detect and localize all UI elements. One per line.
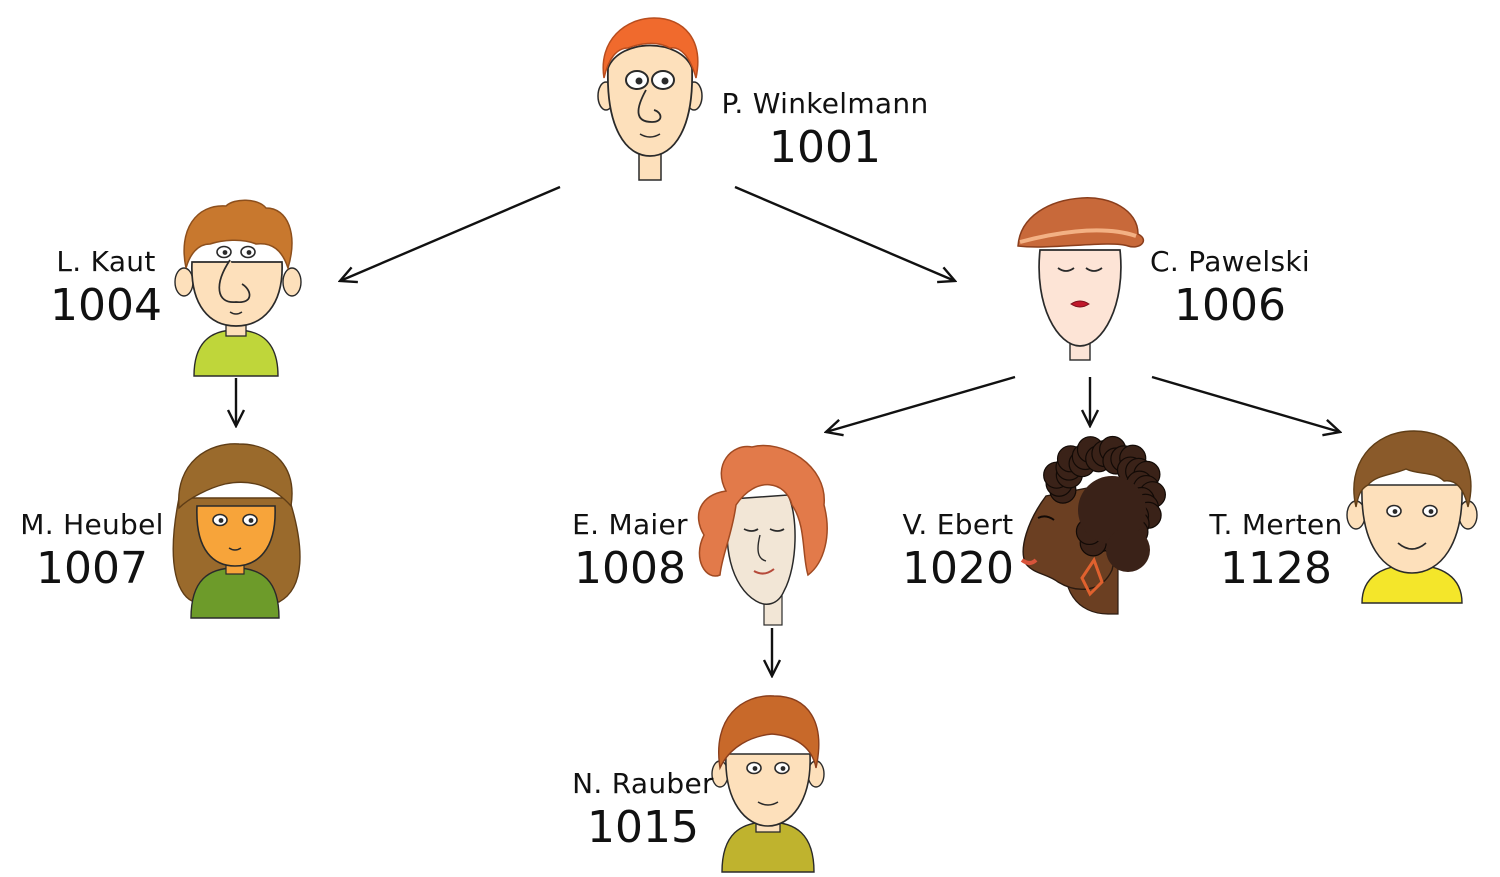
person-name: V. Ebert (902, 508, 1014, 541)
woman-hat-avatar (1017, 197, 1145, 361)
man-red-hair-avatar (597, 17, 703, 181)
woman-afro-hair-avatar (1020, 435, 1166, 615)
person-id: 1007 (36, 543, 148, 594)
woman-red-hair-avatar (697, 444, 828, 626)
person-name: T. Merten (1209, 508, 1343, 541)
person-id: 1004 (50, 280, 162, 331)
person-name: N. Rauber (572, 767, 714, 800)
person-name: C. Pawelski (1150, 245, 1310, 278)
person-id: 1015 (587, 802, 699, 853)
arrow-winkelmann-to-kaut (340, 185, 561, 281)
person-id: 1128 (1220, 543, 1332, 594)
person-name: P. Winkelmann (721, 87, 929, 120)
avatar-layer (172, 17, 1478, 873)
person-id: 1020 (902, 543, 1014, 594)
person-name: E. Maier (572, 508, 688, 541)
person-id: 1008 (574, 543, 686, 594)
arrow-pawelski-to-maier (826, 375, 1016, 432)
girl-long-hair-avatar (172, 443, 301, 619)
boy-orange-hair-avatar (711, 695, 825, 873)
arrow-winkelmann-to-pawelski (734, 185, 955, 281)
person-name: L. Kaut (56, 245, 156, 278)
connector-layer (236, 185, 1340, 676)
person-name: M. Heubel (20, 508, 164, 541)
boy-brown-hair-avatar (1346, 430, 1478, 604)
man-curly-hair-avatar (174, 199, 302, 377)
person-id: 1001 (769, 122, 881, 173)
person-id: 1006 (1174, 280, 1286, 331)
arrow-pawelski-to-merten (1151, 375, 1340, 432)
